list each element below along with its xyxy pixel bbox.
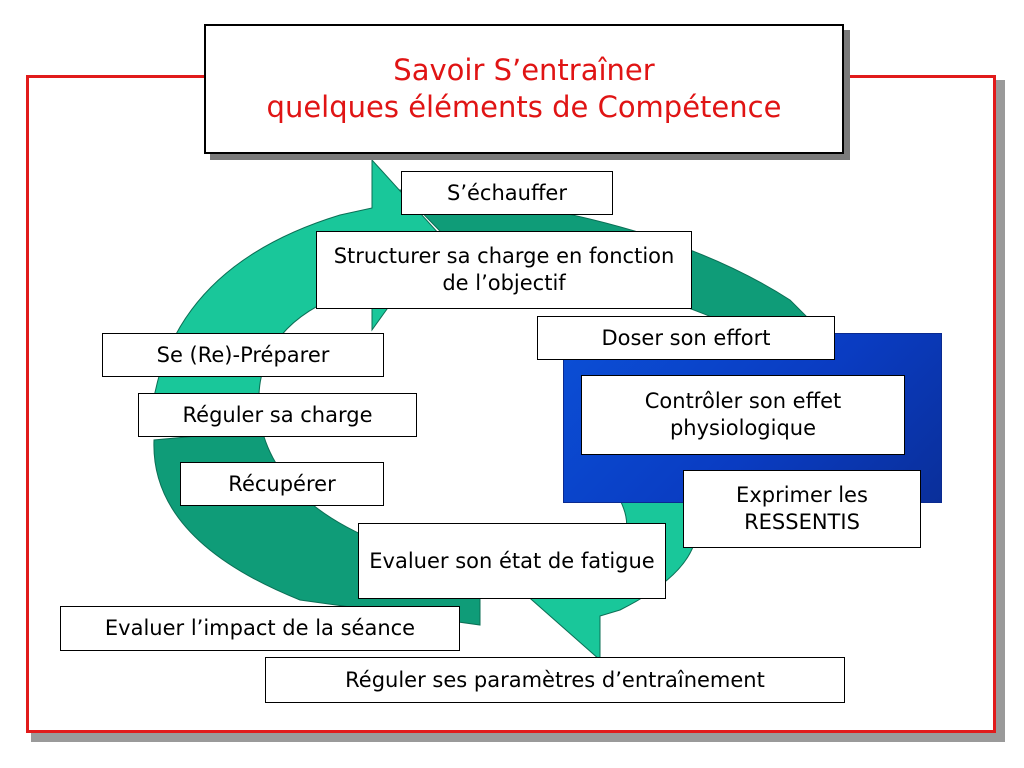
- page-title: Savoir S’entraîner quelques éléments de …: [204, 24, 844, 154]
- label-echauffer: S’échauffer: [401, 171, 613, 215]
- label-exprimer-text: Exprimer les RESSENTIS: [736, 483, 868, 534]
- label-evaluer-impact-text: Evaluer l’impact de la séance: [104, 616, 416, 640]
- title-line-2: quelques éléments de Compétence: [266, 90, 782, 124]
- label-preparer-text: Se (Re)-Préparer: [156, 342, 330, 367]
- label-evaluer-etat-text: Evaluer son état de fatigue: [369, 548, 655, 573]
- label-controler-text: Contrôler son effet physiologique: [644, 389, 842, 440]
- label-reguler-parametres: Réguler ses paramètres d’entraînement: [265, 657, 845, 703]
- label-reguler-charge: Réguler sa charge: [138, 393, 417, 437]
- label-reguler-parametres-text: Réguler ses paramètres d’entraînement: [345, 667, 765, 692]
- label-controler: Contrôler son effet physiologique: [581, 375, 905, 455]
- label-structurer: Structurer sa charge en fonction de l’ob…: [316, 231, 692, 309]
- label-reguler-charge-text: Réguler sa charge: [182, 402, 373, 427]
- title-line-1: Savoir S’entraîner: [393, 53, 655, 87]
- label-recuperer: Récupérer: [180, 462, 384, 506]
- label-evaluer-impact: Evaluer l’impact de la séance: [60, 606, 460, 651]
- label-doser-text: Doser son effort: [601, 325, 771, 350]
- label-echauffer-text: S’échauffer: [447, 180, 567, 205]
- label-exprimer: Exprimer les RESSENTIS: [683, 470, 921, 548]
- label-structurer-text: Structurer sa charge en fonction de l’ob…: [333, 244, 675, 295]
- label-preparer: Se (Re)-Préparer: [102, 333, 384, 377]
- label-evaluer-etat: Evaluer son état de fatigue: [358, 523, 666, 599]
- label-doser: Doser son effort: [537, 316, 835, 360]
- label-recuperer-text: Récupérer: [228, 471, 336, 496]
